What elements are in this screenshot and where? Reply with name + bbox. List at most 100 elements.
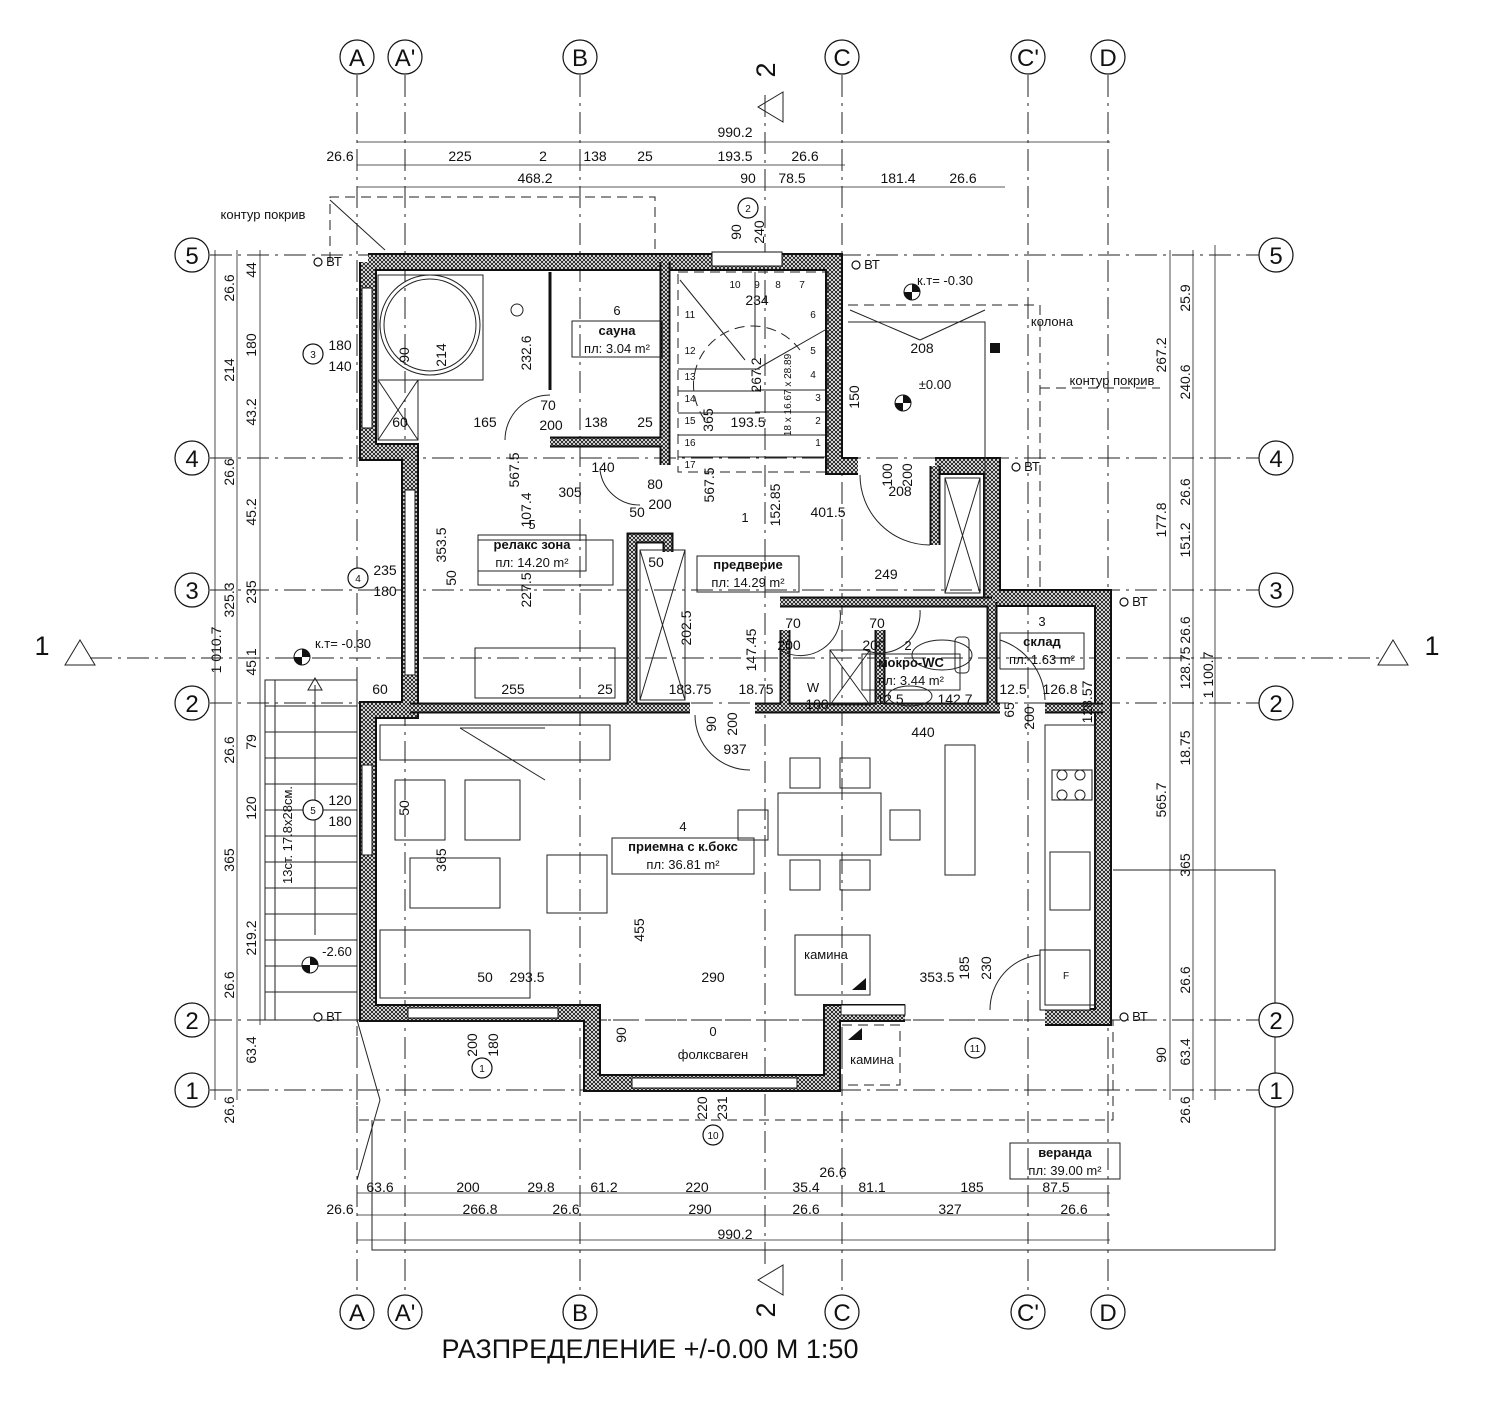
grid-column-label: C [833,1300,850,1327]
stair-step-number: 13 [684,372,696,383]
room-area: пл: 39.00 m² [1028,1163,1102,1178]
dimension-label: 165 [473,414,497,430]
opening-id: 4 [355,574,361,585]
room-area: пл: 3.44 m² [878,673,945,688]
dimension-label: 255 [501,681,525,697]
dimension-label: 60 [392,414,408,430]
dimension-label: 138 [584,414,608,430]
dimension-label: 150 [846,385,862,409]
dimension-label: 18.75 [738,681,773,697]
opening-dim: 120 [328,792,352,808]
grid-bubble-column [1090,1294,1126,1330]
grid-bubble-column [824,39,860,75]
dimension-label: 200 [862,637,886,653]
dimension-label: 63.4 [1177,1038,1193,1065]
room-area: пл: 14.20 m² [495,555,569,570]
room-number: 1 [741,510,748,525]
grid-row-label: 5 [185,243,198,270]
dimension-label: 1 100.7 [1200,651,1216,698]
opening-dim: 240 [751,220,767,244]
dimension-label: 50 [477,969,493,985]
dimension-label: 100 [879,463,895,487]
level-label: ±0.00 [919,377,951,392]
opening-dim: 180 [373,583,397,599]
vt-label: ВТ [1132,1009,1148,1024]
section-marker-top-icon [757,91,784,123]
dimension-label: 70 [540,397,556,413]
dimension-label: 266.8 [462,1201,497,1217]
grid-bubble-column [562,39,598,75]
dimension-label: 26.6 [819,1164,846,1180]
grid-row-label: 1 [185,1078,198,1105]
opening-dim: 180 [485,1033,501,1057]
grid-column-label: D [1099,45,1116,72]
grid-bubble-row [1258,237,1294,273]
fireplace-label: камина [850,1052,895,1067]
dimension-label: 63.6 [366,1179,393,1195]
roof-contour-label: контур покрив [1070,373,1155,388]
stair-step-number: 12 [684,346,696,357]
grid-bubble-row [1258,1072,1294,1108]
dimension-label: 305 [558,484,582,500]
stair-treads [678,272,826,458]
dimension-label: 128.75 [1177,646,1193,689]
dimension-label: 181.4 [880,170,915,186]
grid-row-label: 3 [185,578,198,605]
dimension-label: 70 [869,615,885,631]
dimension-label: 200 [648,496,672,512]
dimension-label: 26.6 [949,170,976,186]
opening-dim: 200 [464,1033,480,1057]
room-number: 5 [528,517,535,532]
dimension-label: 87.5 [1042,1179,1069,1195]
dimension-label: 440 [911,724,935,740]
stair-step-number: 3 [815,393,821,404]
opening-dim: 220 [694,1096,710,1120]
dimension-label: 26.6 [221,458,237,485]
stair-step-number: 10 [729,280,741,291]
dimension-label: 12.5 [999,681,1026,697]
dimension-label: 26.6 [221,1096,237,1123]
dimension-label: 325.3 [221,582,237,617]
opening-dim: 231 [714,1096,730,1120]
dimension-label: 180 [243,333,259,357]
grid-column-label: C [833,45,850,72]
opening-tag [702,1124,724,1146]
room-number: 2 [904,638,911,653]
grid-row-label: 2 [185,691,198,718]
section-label: 2 [751,62,781,77]
dimension-label: 79 [243,734,259,750]
dimension-label: 90 [1153,1047,1169,1063]
stair-step-number: 6 [810,310,816,321]
dimension-label: 200 [777,637,801,653]
stair-step-number: 4 [810,370,816,381]
walls [359,251,1112,1092]
section-label: 2 [751,1302,781,1317]
dimension-label: 232.6 [518,335,534,370]
dimension-label: 365 [433,848,449,872]
opening-tag [964,1037,986,1059]
dimension-label: 220 [685,1179,709,1195]
dimension-label: 353.5 [919,969,954,985]
dimension-label: 2 [539,148,547,164]
dimension-label: 200 [1021,706,1037,730]
dimension-label: 128.57 [1079,680,1095,723]
vt-marker-icon [313,1012,323,1022]
dimension-label: 26.6 [1060,1201,1087,1217]
dimension-label: 327 [938,1201,962,1217]
opening-id: 3 [310,350,316,361]
vt-label: ВТ [1132,594,1148,609]
section-label: 1 [34,631,49,661]
dimension-label: 219.2 [243,920,259,955]
grid-bubble-column [1010,1294,1046,1330]
room-number: 3 [1038,614,1045,629]
grid-column-label: B [572,45,588,72]
room-name: мокро-WC [878,655,944,670]
dimension-label: 26.6 [791,148,818,164]
room-name: предверие [713,557,783,572]
dimension-label: 152.85 [767,483,783,526]
grid-column-label: D [1099,1300,1116,1327]
opening-id: 2 [745,204,751,215]
dimension-label: 25 [637,148,653,164]
dimension-label: 214 [433,343,449,367]
